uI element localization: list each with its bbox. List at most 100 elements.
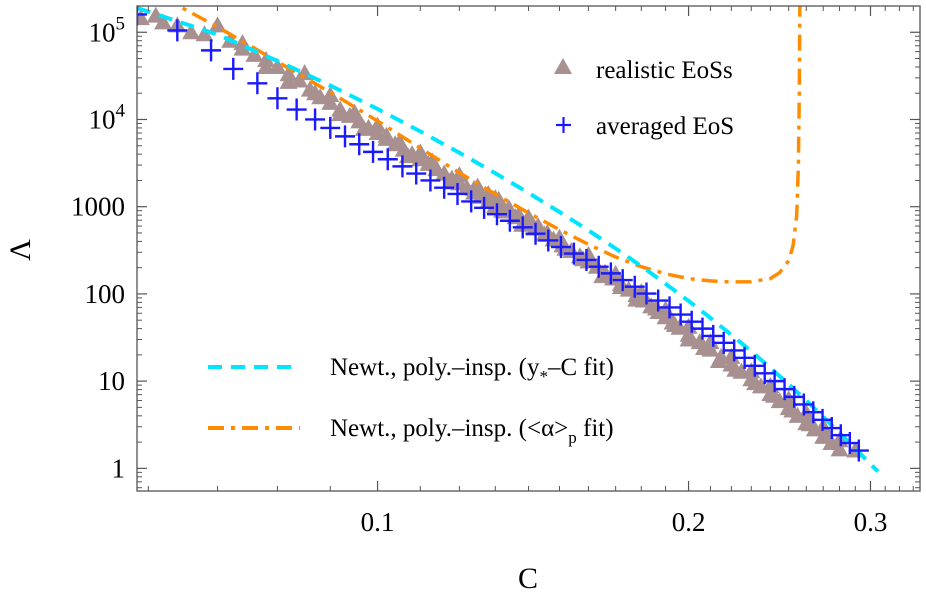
- realistic-eos-point: [709, 352, 728, 369]
- realistic-eos-point: [529, 217, 548, 234]
- realistic-eos-point: [627, 290, 646, 307]
- realistic-eos-point: [783, 401, 802, 418]
- realistic-eos-point: [722, 347, 741, 364]
- realistic-eos-point: [182, 23, 201, 40]
- averaged-eos-point: [692, 317, 713, 340]
- legend-orange-label: Newt., poly.–insp. (<α>p fit): [330, 415, 614, 447]
- legend-realistic-label: realistic EoSs: [596, 57, 733, 84]
- averaged-eos-point: [420, 169, 441, 192]
- averaged-eos-point: [349, 133, 370, 156]
- averaged-eos-point: [320, 116, 341, 139]
- realistic-eos-point: [354, 119, 373, 136]
- realistic-eos-point: [345, 103, 364, 120]
- realistic-eos-point: [377, 126, 396, 143]
- x-tick-label: 0.1: [361, 507, 395, 537]
- averaged-eos-point: [624, 275, 645, 298]
- legend-averaged-label: averaged EoS: [596, 113, 734, 140]
- averaged-eos-point: [848, 439, 869, 462]
- realistic-eos-point: [593, 267, 612, 284]
- averaged-eos-point: [137, 6, 147, 26]
- averaged-eos-point: [499, 209, 520, 232]
- averaged-eos-point: [305, 108, 326, 131]
- averaged-eos-point: [724, 339, 745, 362]
- averaged-eos-point: [636, 282, 657, 305]
- averaged-eos-point: [576, 248, 597, 271]
- averaged-eos-point: [703, 324, 724, 347]
- averaged-eos-point: [434, 176, 455, 199]
- realistic-eos-point: [665, 316, 684, 333]
- averaged-eos-point: [363, 140, 384, 163]
- averaged-eos-point: [538, 229, 559, 252]
- legend-top: realistic EoSs averaged EoS: [554, 57, 734, 140]
- realistic-eos-point: [390, 133, 409, 150]
- averaged-eos-point: [487, 203, 507, 226]
- realistic-eos-point: [694, 338, 713, 355]
- y-tick-label: 104: [89, 100, 126, 134]
- realistic-eos-point: [830, 440, 849, 457]
- y-tick-label: 100: [85, 279, 126, 309]
- realistic-eos-point: [411, 143, 430, 160]
- averaged-eos-point: [223, 57, 244, 80]
- realistic-eos-point: [331, 105, 350, 122]
- realistic-eos-point: [746, 374, 765, 391]
- averaged-eos-point: [588, 255, 609, 278]
- averaged-eos-point: [392, 155, 413, 178]
- averaged-eos-point: [377, 148, 398, 171]
- realistic-eos-point: [468, 177, 487, 194]
- x-axis-title: C: [518, 562, 538, 595]
- averaged-eos-point: [447, 182, 468, 205]
- averaged-eos-point: [461, 190, 482, 213]
- realistic-eos-point: [519, 211, 538, 228]
- averaged-eos-point: [600, 262, 621, 285]
- averaged-eos-point: [334, 125, 355, 148]
- averaged-eos-point: [734, 346, 755, 369]
- averaged-eos-point: [670, 303, 691, 326]
- averaged-eos-point: [406, 162, 427, 185]
- y-tick-label: 1000: [71, 192, 125, 222]
- realistic-eos-point: [154, 13, 173, 30]
- realistic-eos-point: [817, 427, 836, 444]
- averaged-eos-point: [550, 236, 571, 259]
- y-axis-title: Λ: [4, 239, 37, 261]
- averaged-eos-point: [659, 296, 680, 319]
- legend-cyan-label: Newt., poly.–insp. (y*–C fit): [330, 354, 614, 386]
- x-tick-label: 0.2: [672, 507, 706, 537]
- legend-averaged-marker: [556, 117, 571, 133]
- realistic-eos-point: [800, 415, 819, 432]
- averaged-eos-point: [201, 39, 222, 62]
- y-tick-label: 1: [112, 453, 126, 483]
- realistic-eos-point: [268, 57, 287, 74]
- averaged-eos-point: [286, 98, 307, 121]
- orange-fit-line: [176, 6, 802, 284]
- realistic-eos-point: [679, 330, 698, 347]
- averaged-eos-point: [267, 87, 288, 110]
- legend-bottom: Newt., poly.–insp. (y*–C fit) Newt., pol…: [208, 354, 614, 447]
- averaged-eos-point: [713, 331, 734, 354]
- realistic-eos-point: [489, 190, 508, 207]
- realistic-eos-point: [195, 25, 214, 42]
- realistic-eos-point: [726, 360, 745, 377]
- y-tick-label: 10: [98, 366, 125, 396]
- averaged-eos-point: [648, 289, 669, 312]
- realistic-eos-point: [765, 386, 784, 403]
- realistic-eos-point: [208, 16, 227, 33]
- averaged-eos-point: [681, 310, 702, 333]
- realistic-eos-point: [279, 72, 298, 89]
- realistic-eos-point: [368, 116, 387, 133]
- legend-realistic-marker: [554, 58, 572, 74]
- x-tick-label: 0.3: [854, 507, 888, 537]
- realistic-eos-point: [245, 45, 264, 62]
- averaged-eos-point: [474, 196, 495, 219]
- realistic-eos-point: [611, 278, 630, 295]
- realistic-eos-point: [647, 299, 666, 316]
- averaged-eos-point: [512, 216, 533, 239]
- averaged-eos-point: [247, 72, 268, 95]
- realistic-eos-point: [137, 9, 150, 26]
- plot-area: [137, 6, 880, 473]
- realistic-eos-point: [306, 84, 325, 101]
- averaged-eos-point: [563, 242, 584, 265]
- cyan-fit-line: [137, 6, 880, 473]
- averaged-eos-point: [167, 19, 188, 42]
